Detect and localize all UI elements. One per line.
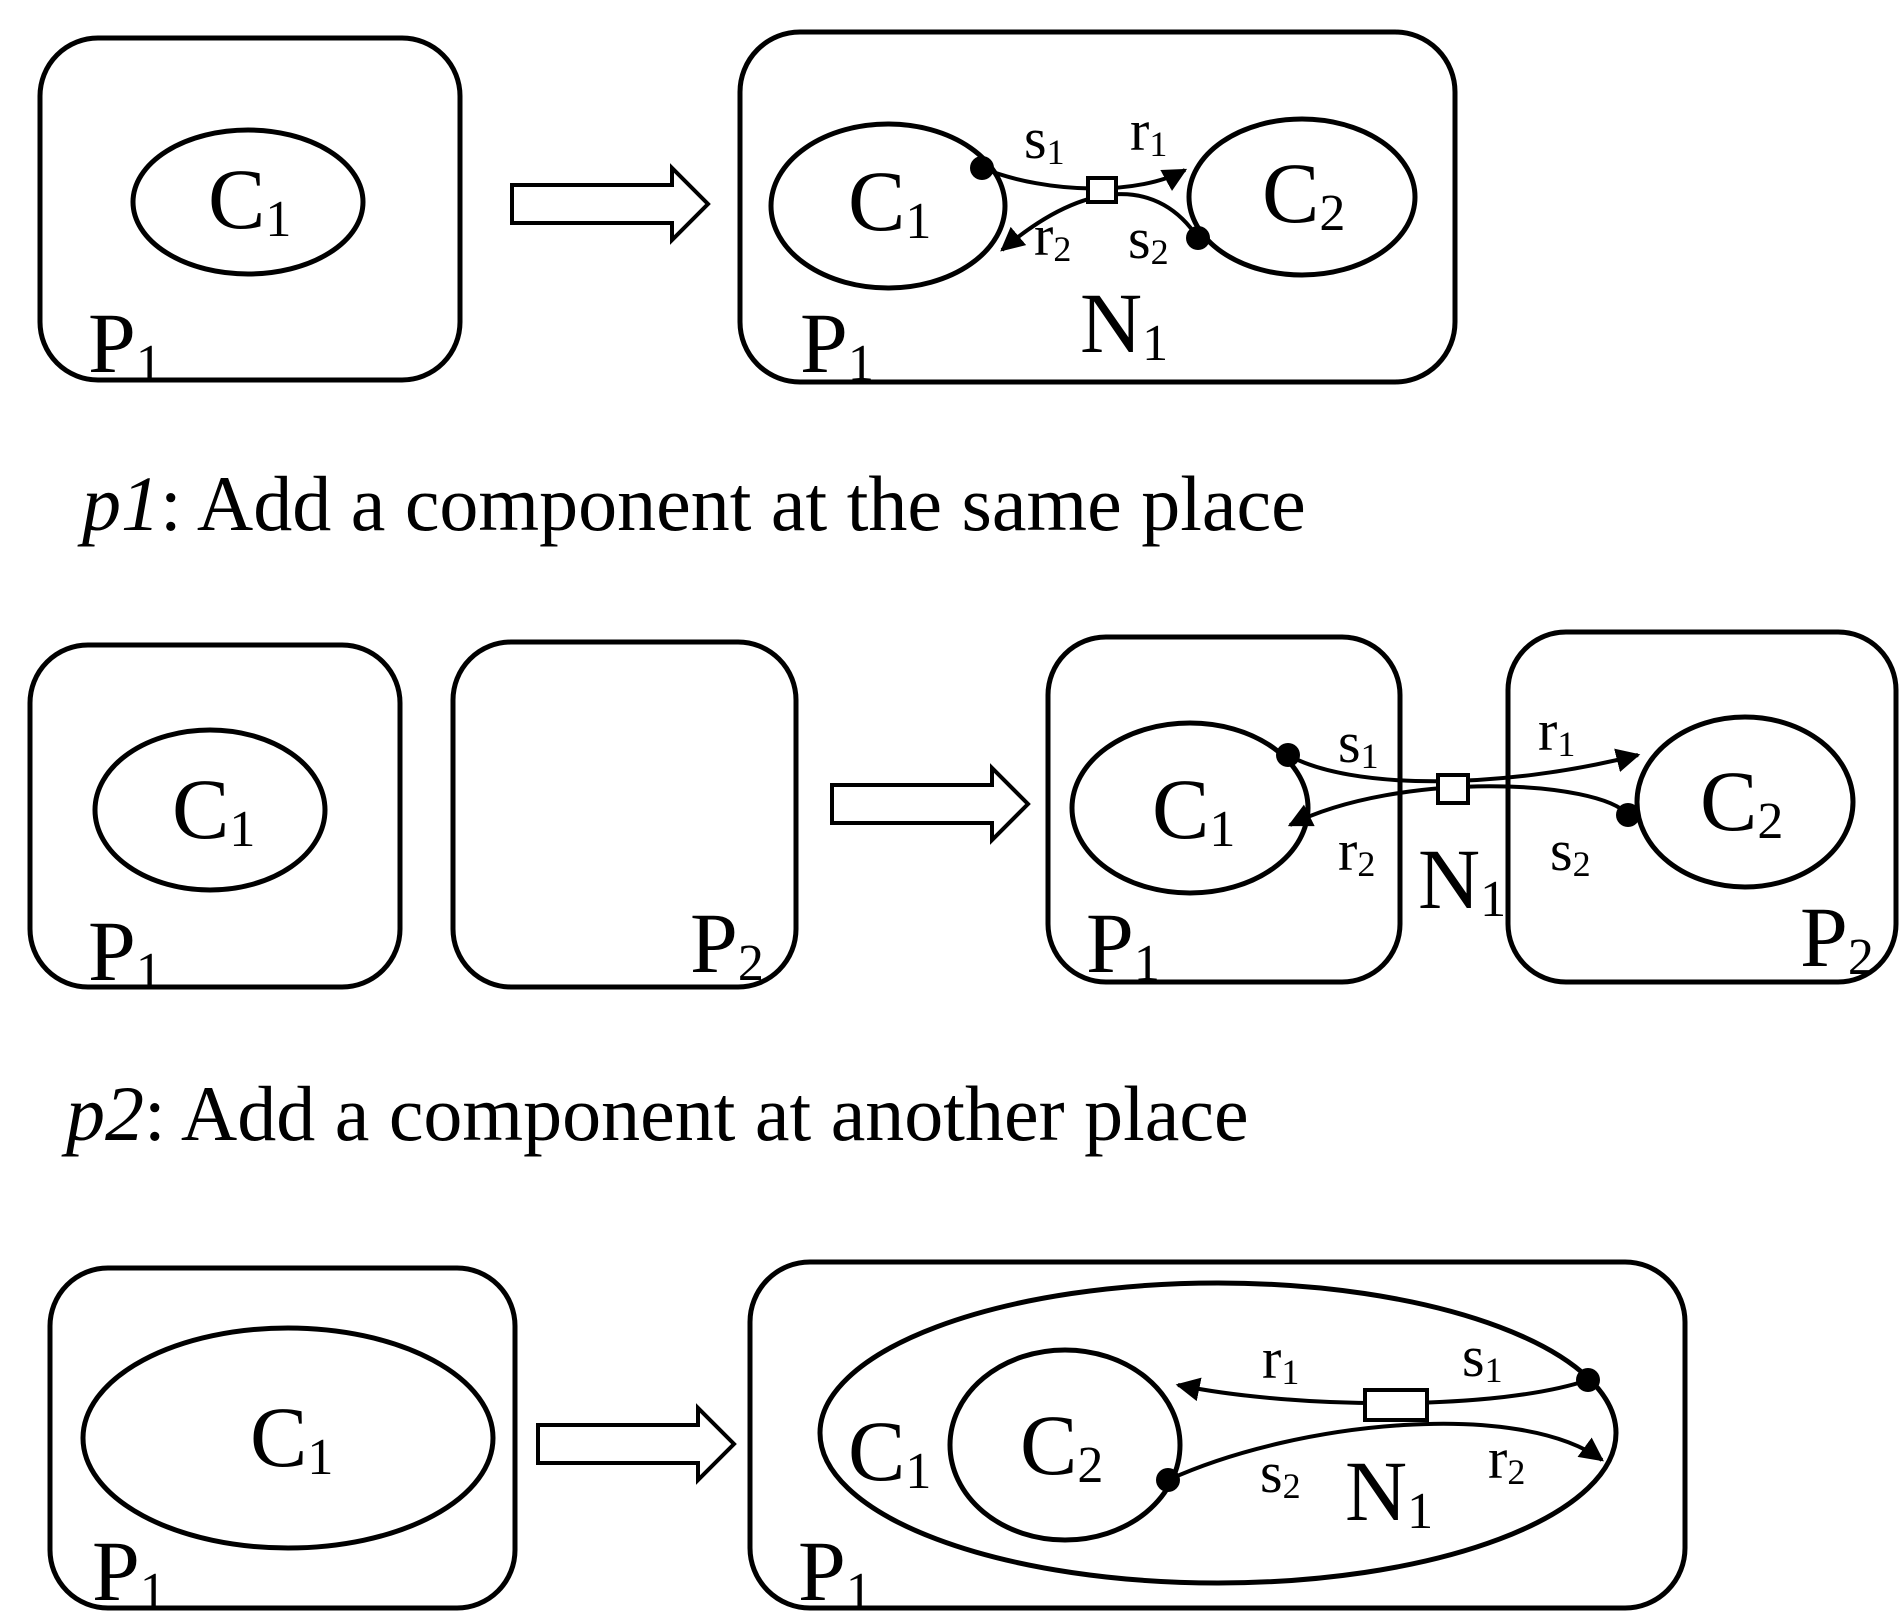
place-label: P1 (88, 903, 162, 1000)
component-label: C2 (1700, 753, 1783, 850)
caption-p1: p1: Add a component at the same place (77, 460, 1306, 547)
component-ellipse (80, 1325, 496, 1551)
row-p1: C1 P1 C1 C2 s1 r1 r2 s2 N1 P1 (37, 29, 1458, 392)
component-ellipse (817, 1280, 1619, 1586)
place-box (1045, 634, 1403, 985)
place-box (37, 35, 463, 383)
component-ellipse (92, 727, 328, 893)
transform-arrow (510, 163, 711, 245)
send-port-dot (970, 156, 994, 180)
wire-s1-r1 (1287, 748, 1641, 784)
port-label: r1 (1538, 698, 1575, 764)
port-label: r2 (1488, 1426, 1525, 1492)
component-label: C2 (1262, 145, 1345, 242)
caption-p2: p2: Add a component at another place (61, 1070, 1249, 1157)
port-label: s1 (1338, 710, 1379, 776)
port-label: s1 (1024, 106, 1065, 172)
place-box (747, 1259, 1688, 1611)
component-ellipse (130, 127, 366, 277)
port-label: r1 (1130, 98, 1167, 164)
connector-label: N1 (1418, 831, 1506, 928)
send-port-dot (1616, 803, 1640, 827)
place-box (450, 639, 799, 990)
port-label: s2 (1260, 1440, 1301, 1506)
port-label: r2 (1338, 818, 1375, 884)
send-port-dot (1186, 226, 1210, 250)
port-label: r1 (1262, 1326, 1299, 1392)
place-label: P1 (88, 295, 162, 392)
row-p2: C1 P1 P2 C1 P1 C2 P2 s1 r1 r2 s2 N1 (27, 629, 1899, 1000)
port-label: s1 (1462, 1324, 1503, 1390)
component-label: C1 (848, 1403, 931, 1500)
place-label: P2 (1800, 889, 1874, 986)
port-label: s2 (1550, 818, 1591, 884)
component-label: C1 (250, 1389, 333, 1486)
component-label: C1 (172, 761, 255, 858)
connector-square (1086, 176, 1118, 204)
component-ellipse (768, 121, 1008, 291)
component-ellipse (1634, 714, 1856, 890)
send-port-dot (1156, 1468, 1180, 1492)
place-label: P1 (798, 1523, 872, 1619)
send-port-dot (1276, 743, 1300, 767)
connector-square (1363, 1388, 1429, 1422)
component-ellipse (947, 1347, 1183, 1543)
transform-arrow (830, 763, 1031, 845)
place-box (47, 1265, 518, 1611)
row-p3: C1 P1 C1 C2 r1 s1 s2 r2 N1 P1 (47, 1259, 1688, 1619)
component-label: C1 (1152, 761, 1235, 858)
place-label: P1 (92, 1523, 166, 1619)
wire-s2-r2 (1287, 784, 1630, 827)
place-label: P1 (800, 295, 874, 392)
transform-arrow (536, 1403, 737, 1485)
component-label: C1 (848, 153, 931, 250)
component-label: C2 (1020, 1397, 1103, 1494)
port-label: s2 (1128, 206, 1169, 272)
port-label: r2 (1034, 203, 1071, 269)
component-ellipse (1186, 116, 1418, 278)
send-port-dot (1576, 1368, 1600, 1392)
place-box (27, 642, 403, 990)
connector-label: N1 (1080, 275, 1168, 372)
component-label: C1 (208, 151, 291, 248)
place-box (1505, 629, 1899, 985)
place-label: P2 (690, 895, 764, 992)
wire-s2-r2 (1167, 1421, 1604, 1482)
place-label: P1 (1086, 895, 1160, 992)
connector-square (1436, 773, 1470, 805)
wire-s2-r2 (1000, 192, 1200, 252)
connector-label: N1 (1345, 1443, 1433, 1540)
